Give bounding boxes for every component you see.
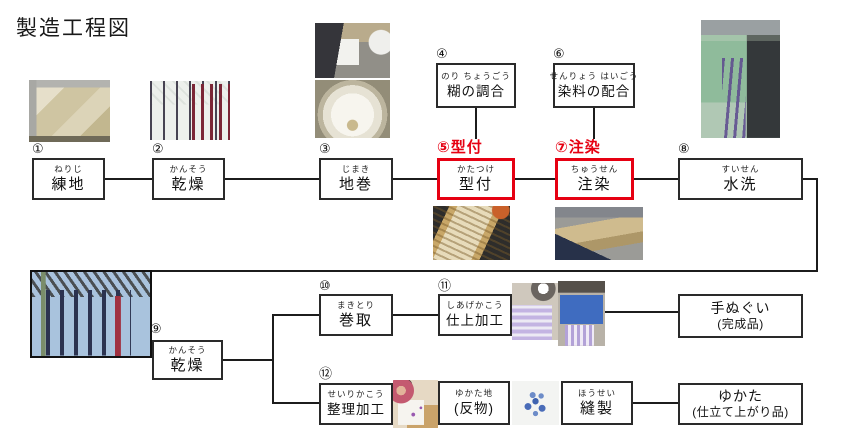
step-label: 縫製 — [579, 400, 614, 417]
step-label: 型付 — [458, 176, 493, 193]
step-box-seiri-kako: せいりかこう 整理加工 — [319, 383, 393, 425]
step-number-10: ⑩ — [319, 278, 331, 293]
connector-line — [515, 178, 555, 180]
page-title: 製造工程図 — [16, 17, 131, 40]
step-ruby: すいせん — [721, 164, 760, 174]
photo-hanging-dyed-strips — [150, 81, 230, 140]
product-ruby: ゆかた地 — [454, 388, 493, 398]
step-label: 整理加工 — [327, 402, 385, 417]
step-box-jimaki: じまき 地巻 — [319, 158, 393, 200]
step-box-kanso-2: かんそう 乾燥 — [152, 340, 223, 380]
step-label: 水洗 — [723, 176, 758, 193]
step-box-makitori: まきとり 巻取 — [319, 294, 393, 336]
photo-finishing-table — [393, 380, 438, 428]
product-box-tanmono: ゆかた地 (反物) — [438, 381, 510, 425]
connector-line — [605, 311, 678, 313]
photo-outdoor-drying — [30, 270, 152, 358]
photo-soaking-vats — [29, 80, 110, 142]
step-number-11: ⑪ — [438, 278, 452, 293]
step-label: 仕上加工 — [446, 313, 504, 328]
step-ruby: のり ちょうごう — [441, 70, 511, 81]
connector-line — [393, 314, 438, 316]
step-box-senryo-haigo: せんりょう はいごう 染料の配合 — [550, 63, 637, 108]
connector-line — [634, 178, 678, 180]
connector-line — [272, 314, 274, 404]
step-number-9: ⑨ — [150, 321, 162, 336]
product-box-yukata: ゆかた (仕立て上がり品) — [678, 383, 803, 425]
step-number-6: ⑥ — [553, 46, 565, 61]
photo-folded-fabric-stacks — [512, 283, 558, 340]
step-number-8: ⑧ — [678, 141, 690, 156]
product-name: ゆかた — [718, 388, 763, 404]
connector-line — [593, 108, 595, 139]
step-box-neriji: ねりじ 練地 — [32, 158, 105, 200]
step-ruby: ちゅうせん — [570, 164, 619, 174]
connector-line — [816, 178, 818, 272]
step-label: 糊の調合 — [447, 83, 505, 99]
step-label: 染料の配合 — [557, 83, 631, 99]
connector-line — [475, 108, 477, 139]
step-ruby: かんそう — [169, 164, 208, 174]
step-box-shiage-kako: しあげかこう 仕上加工 — [438, 294, 512, 336]
step-box-suisen: すいせん 水洗 — [678, 158, 803, 200]
step-label: 巻取 — [338, 312, 373, 329]
step-box-housei: ほうせい 縫製 — [561, 381, 633, 425]
connector-line — [223, 359, 273, 361]
step-ruby: まきとり — [336, 300, 375, 310]
step-number-3: ③ — [319, 141, 331, 156]
step-ruby: せんりょう はいごう — [549, 70, 639, 81]
photo-stencil-frame — [433, 206, 510, 260]
step-label-katatsuke-red: ⑤型付 — [437, 139, 483, 156]
product-note: (完成品) — [717, 317, 764, 331]
step-number-12: ⑫ — [319, 366, 333, 381]
step-label: 注染 — [577, 176, 612, 193]
product-note: (仕立て上がり品) — [692, 405, 789, 419]
photo-fabric-roll — [315, 80, 390, 138]
product-name: (反物) — [454, 401, 494, 416]
connector-line — [272, 314, 319, 316]
connector-line — [105, 178, 152, 180]
connector-line — [393, 178, 437, 180]
photo-rinsing-channel — [701, 20, 780, 138]
step-label: 練地 — [51, 176, 86, 193]
step-ruby: かたつけ — [456, 164, 495, 174]
product-name: 手ぬぐい — [710, 300, 771, 316]
step-box-kanso-1: かんそう 乾燥 — [152, 158, 225, 200]
step-box-chusen: ちゅうせん 注染 — [555, 158, 634, 200]
photo-dye-pouring — [555, 207, 643, 260]
step-ruby: せいりかこう — [327, 389, 385, 399]
step-number-4: ④ — [436, 46, 448, 61]
connector-line — [225, 178, 319, 180]
step-ruby: しあげかこう — [446, 300, 504, 310]
photo-cloth-inspection — [315, 23, 390, 78]
step-label: 乾燥 — [170, 357, 205, 374]
connector-line — [30, 270, 818, 272]
step-ruby: ほうせい — [577, 388, 616, 398]
step-ruby: ねりじ — [54, 164, 83, 174]
step-ruby: かんそう — [168, 345, 207, 355]
step-label: 地巻 — [338, 176, 373, 193]
connector-line — [272, 402, 319, 404]
step-ruby: じまき — [341, 164, 371, 174]
photo-winding-machine — [558, 281, 605, 346]
step-number-2: ② — [152, 141, 164, 156]
step-box-nori-chogo: のり ちょうごう 糊の調合 — [436, 63, 516, 108]
step-box-katatsuke: かたつけ 型付 — [437, 158, 515, 200]
step-number-1: ① — [32, 141, 44, 156]
step-label: 乾燥 — [171, 176, 206, 193]
photo-blue-pattern-fabric — [512, 381, 559, 425]
connector-line — [803, 178, 818, 180]
product-box-tenugui: 手ぬぐい (完成品) — [678, 294, 803, 338]
step-label-chusen-red: ⑦注染 — [555, 139, 601, 156]
connector-line — [633, 402, 678, 404]
